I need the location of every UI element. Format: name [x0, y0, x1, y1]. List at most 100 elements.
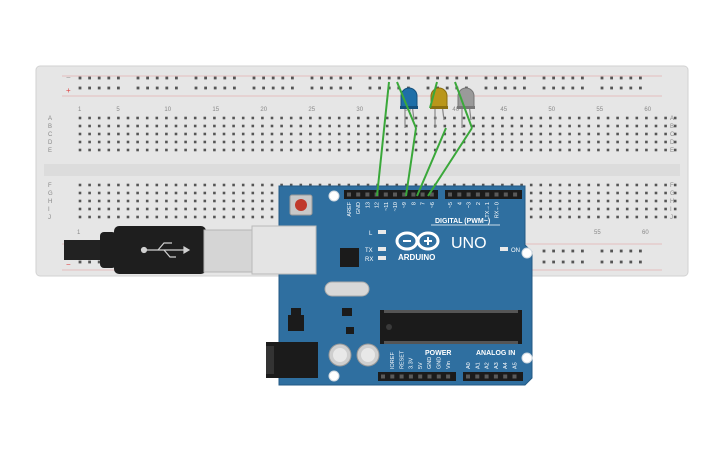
header-socket[interactable]	[420, 192, 425, 197]
header-socket[interactable]	[503, 192, 508, 197]
power-header[interactable]	[378, 372, 456, 381]
pin-label: 3.3V	[409, 357, 415, 369]
digital-header-label: DIGITAL (PWM~)	[435, 218, 490, 225]
pin-label: 2	[476, 202, 482, 205]
row-letter: A	[48, 116, 52, 122]
row-letter: D	[670, 140, 675, 146]
header-socket[interactable]	[402, 192, 407, 197]
header-socket[interactable]	[356, 192, 361, 197]
column-number: 10	[164, 107, 171, 113]
wire-pin-9	[427, 127, 473, 197]
pin-label: ~6	[430, 202, 436, 208]
pin-label: A5	[513, 362, 519, 369]
column-number: 60	[644, 107, 651, 113]
row-letter: I	[48, 207, 50, 213]
header-socket[interactable]	[365, 192, 370, 197]
wire-pin-10	[416, 127, 447, 197]
model-text: UNO	[451, 235, 487, 252]
column-number: 30	[356, 107, 363, 113]
header-socket[interactable]	[383, 192, 388, 197]
row-letter: E	[48, 148, 52, 154]
column-number: 55	[596, 107, 603, 113]
pin-label: 8	[411, 202, 417, 205]
jumper-wires[interactable]	[376, 81, 473, 197]
crystal	[324, 281, 370, 297]
header-socket[interactable]	[512, 374, 517, 379]
header-socket[interactable]	[466, 192, 471, 197]
row-letter: F	[670, 183, 674, 189]
header-socket[interactable]	[485, 192, 490, 197]
analog-header[interactable]	[463, 372, 523, 381]
wire-blue-led-cathode	[396, 81, 417, 129]
header-socket[interactable]	[390, 374, 395, 379]
row-letter: B	[670, 124, 674, 130]
header-socket[interactable]	[448, 192, 452, 197]
power-jack[interactable]	[266, 342, 318, 378]
row-letter: C	[670, 132, 675, 138]
row-letter: J	[48, 215, 51, 221]
led-label-tx: TX	[365, 248, 373, 254]
row-letter: E	[670, 148, 674, 154]
on-label: ON	[511, 248, 520, 254]
capacitor	[328, 343, 352, 367]
header-socket[interactable]	[503, 374, 508, 379]
rail-minus-top: −	[66, 73, 71, 82]
row-letter: F	[48, 183, 52, 189]
usb-cable[interactable]	[64, 225, 317, 275]
header-socket[interactable]	[484, 374, 489, 379]
header-socket[interactable]	[393, 192, 397, 197]
row-letter: I	[670, 207, 672, 213]
pin-label: IOREF	[390, 352, 396, 369]
pin-label: 12	[375, 202, 381, 208]
pin-label: A0	[466, 362, 472, 369]
header-socket[interactable]	[399, 374, 404, 379]
pin-label: 5V	[418, 362, 424, 369]
usb-icon	[140, 242, 191, 258]
header-socket[interactable]	[347, 192, 351, 197]
pin-label: 4	[457, 202, 463, 205]
column-number: 50	[548, 107, 555, 113]
wire-gray-led-cathode	[454, 81, 473, 129]
header-socket[interactable]	[475, 192, 480, 197]
pin-label: ~3	[467, 202, 473, 208]
digital-header[interactable]	[344, 190, 522, 199]
header-socket[interactable]	[427, 374, 432, 379]
rail-plus-top: +	[66, 86, 71, 95]
pin-label: GND	[427, 357, 433, 369]
header-socket[interactable]	[408, 374, 413, 379]
pin-label: GND	[356, 202, 362, 214]
header-socket[interactable]	[493, 374, 498, 379]
pin-label: A1	[475, 362, 481, 369]
row-letter: J	[670, 215, 673, 221]
header-socket[interactable]	[436, 374, 441, 379]
row-letter: D	[48, 140, 53, 146]
reset-button[interactable]	[289, 194, 313, 216]
led-label-l: L	[369, 231, 373, 237]
header-socket[interactable]	[466, 374, 470, 379]
row-letter: G	[48, 191, 53, 197]
pin-label: A2	[485, 362, 491, 369]
pin-label: ~9	[402, 202, 408, 208]
header-socket[interactable]	[446, 374, 451, 379]
column-number: 5	[116, 107, 120, 113]
pin-label: ~10	[393, 202, 399, 211]
header-socket[interactable]	[429, 192, 434, 197]
power-label: POWER	[425, 350, 451, 357]
wire-gnd	[376, 81, 390, 197]
header-socket[interactable]	[418, 374, 423, 379]
row-letter: A	[670, 116, 674, 122]
header-socket[interactable]	[475, 374, 480, 379]
column-number: 40	[452, 107, 459, 113]
header-socket[interactable]	[513, 192, 518, 197]
wire-yellow-led-anode	[429, 81, 438, 109]
pin-label: AREF	[347, 201, 353, 216]
voltage-regulator	[288, 315, 304, 331]
header-socket[interactable]	[494, 192, 499, 197]
header-socket[interactable]	[457, 192, 462, 197]
column-number: 55	[594, 230, 601, 236]
header-socket[interactable]	[411, 192, 416, 197]
header-socket[interactable]	[381, 374, 385, 379]
analog-in-label: ANALOG IN	[476, 350, 515, 357]
